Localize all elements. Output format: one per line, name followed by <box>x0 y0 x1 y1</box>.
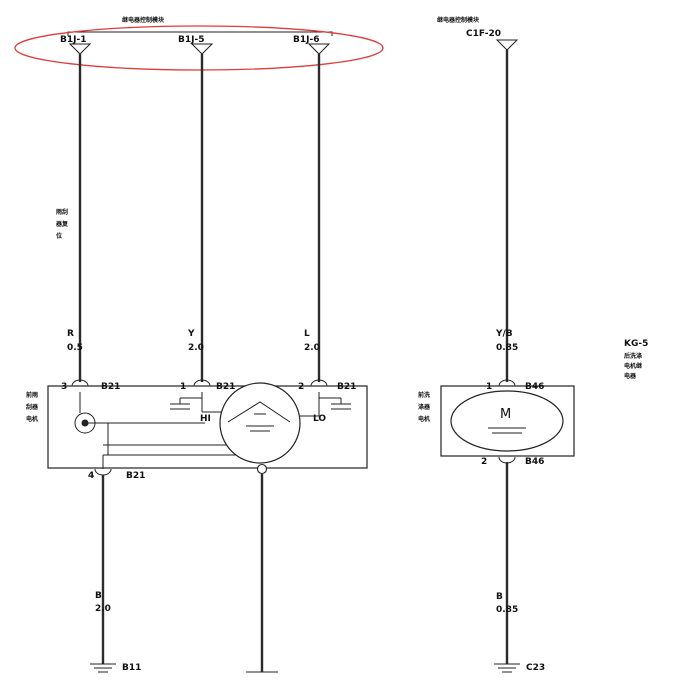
top-left-title: 继电器控制模块 <box>122 16 165 24</box>
kg-line-1: 后洗涤 <box>624 352 642 360</box>
pin-1-number: 1 <box>180 382 186 392</box>
wire-4-color: Y/B <box>495 329 513 339</box>
wire-6-color: B <box>496 592 503 602</box>
pin-arc-1 <box>193 379 211 387</box>
kg-line-2: 电机继 <box>624 362 642 370</box>
side-note-line-1: 雨刮 <box>56 208 68 216</box>
pin-1-connector: B21 <box>216 382 235 392</box>
pin-3-connector: B21 <box>101 382 120 392</box>
front-washer-motor: 1 B46 2 B46 前洗 涤器 电机 M <box>418 379 575 467</box>
wire-3-color: L <box>304 329 310 339</box>
connector-label-4: C1F-20 <box>466 29 501 39</box>
pin-arc-3 <box>71 379 89 387</box>
top-right-title: 继电器控制模块 <box>437 16 480 24</box>
connector-label-1: B1J-1 <box>60 35 86 45</box>
front-wiper-motor-box <box>47 385 368 469</box>
pin-2-number: 2 <box>298 382 304 392</box>
case-ground-junction <box>256 463 268 475</box>
top-bracket <box>67 31 333 36</box>
hi-label: HI <box>200 414 211 424</box>
ground-symbol-right <box>494 663 520 673</box>
pin-2-connector: B21 <box>337 382 356 392</box>
pin-arc-4 <box>94 468 112 476</box>
ground-symbol-left <box>90 663 116 673</box>
ground-left-label: B11 <box>122 663 141 673</box>
pin-3-number: 3 <box>61 382 67 392</box>
wire-2-color: Y <box>187 329 195 339</box>
front-wiper-motor-label-2: 刮器 <box>26 403 39 411</box>
washer-pin-1-number: 1 <box>486 382 492 392</box>
side-note-line-3: 位 <box>56 232 62 240</box>
wire-3-size: 2.0 <box>304 343 320 353</box>
pin-arc-2 <box>310 379 328 387</box>
connector-terminal-3 <box>307 43 331 55</box>
pin-4-connector: B21 <box>126 471 145 481</box>
connector-terminal-4 <box>495 39 519 51</box>
washer-pin-arc-1 <box>498 379 516 387</box>
wire-1-color: R <box>67 329 74 339</box>
wiper-motor-brushes <box>227 401 291 423</box>
connector-terminal-2 <box>190 43 214 55</box>
front-wiper-motor: 3 B21 1 B21 2 B21 4 B21 前雨 刮器 电机 HI <box>26 379 368 481</box>
kg-title: KG-5 <box>624 339 648 349</box>
wire-6-size: 0.85 <box>496 605 518 615</box>
kg-line-3: 电器 <box>624 372 637 380</box>
washer-motor-m: M <box>500 407 511 422</box>
washer-pin-2-number: 2 <box>481 457 487 467</box>
lo-label: LO <box>313 414 326 424</box>
washer-motor-symbol <box>450 390 564 452</box>
front-washer-motor-label-1: 前洗 <box>418 391 430 399</box>
wire-5-size: 2.0 <box>95 604 111 614</box>
connector-label-2: B1J-5 <box>178 35 204 45</box>
connector-label-3: B1J-6 <box>293 35 319 45</box>
wire-5-color: B <box>95 591 102 601</box>
washer-pin-1-connector: B46 <box>525 382 544 392</box>
pin-4-number: 4 <box>88 471 94 481</box>
ground-right-label: C23 <box>526 663 545 673</box>
wire-2-size: 2.0 <box>188 343 204 353</box>
wire-4-size: 0.85 <box>496 343 518 353</box>
highlight-ellipse <box>14 25 384 71</box>
wiper-motor-symbol <box>219 382 301 464</box>
front-washer-motor-label-3: 电机 <box>418 415 430 423</box>
connector-terminal-1 <box>68 43 92 55</box>
front-wiper-motor-label-3: 电机 <box>26 415 38 423</box>
front-wiper-motor-label-1: 前雨 <box>26 391 38 399</box>
side-note-line-2: 器复 <box>55 220 69 228</box>
washer-pin-2-connector: B46 <box>525 457 544 467</box>
front-washer-motor-label-2: 涤器 <box>418 403 431 411</box>
wire-1-size: 0.5 <box>67 343 83 353</box>
